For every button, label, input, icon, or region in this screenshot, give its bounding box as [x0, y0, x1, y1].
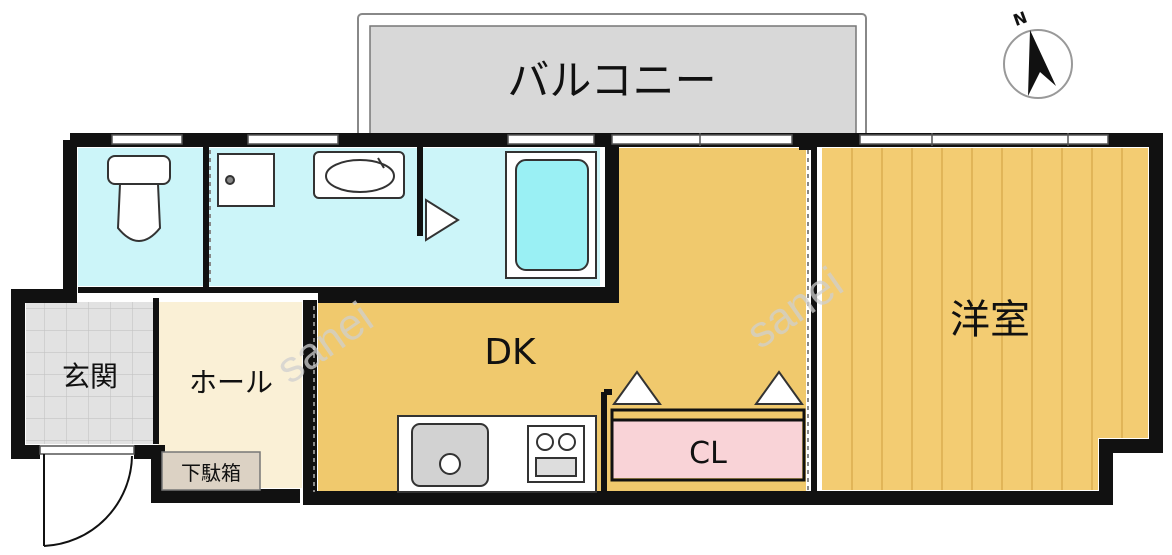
- dk-upper-floor: [612, 148, 806, 392]
- washbasin-icon: [313, 151, 405, 199]
- entrance-label: 玄関: [62, 360, 118, 393]
- western-room-label: 洋室: [950, 297, 1030, 343]
- bath-door-icon: [425, 198, 460, 242]
- dk-label: DK: [484, 332, 537, 373]
- closet-label: CL: [689, 436, 727, 471]
- hall-label: ホール: [189, 366, 273, 399]
- western-room-floor: [822, 148, 1148, 490]
- compass-north-label: N: [1011, 8, 1030, 30]
- inner-walls: [78, 146, 817, 496]
- north-arrow-icon: [1028, 30, 1056, 96]
- entrance-floor: [26, 302, 156, 444]
- shoe-box: [161, 451, 261, 491]
- stove-icon: [527, 425, 585, 483]
- closet-door-icon: [612, 370, 804, 405]
- balcony-label: バルコニー: [507, 56, 716, 105]
- closet-floor: [612, 420, 802, 478]
- entrance-door: [43, 454, 133, 547]
- washing-machine-pan-icon: [217, 153, 275, 207]
- openings: [209, 150, 809, 492]
- closet-walls: [610, 408, 806, 482]
- window-marks: [699, 133, 1069, 146]
- western-room-stripes: [851, 148, 1123, 490]
- bathtub-icon: [505, 151, 597, 279]
- shoe-box-label: 下駄箱: [181, 461, 241, 485]
- balcony-floor: [369, 25, 857, 139]
- compass: N: [1003, 8, 1073, 99]
- toilet-icon: [107, 155, 171, 242]
- windows: [39, 134, 1109, 455]
